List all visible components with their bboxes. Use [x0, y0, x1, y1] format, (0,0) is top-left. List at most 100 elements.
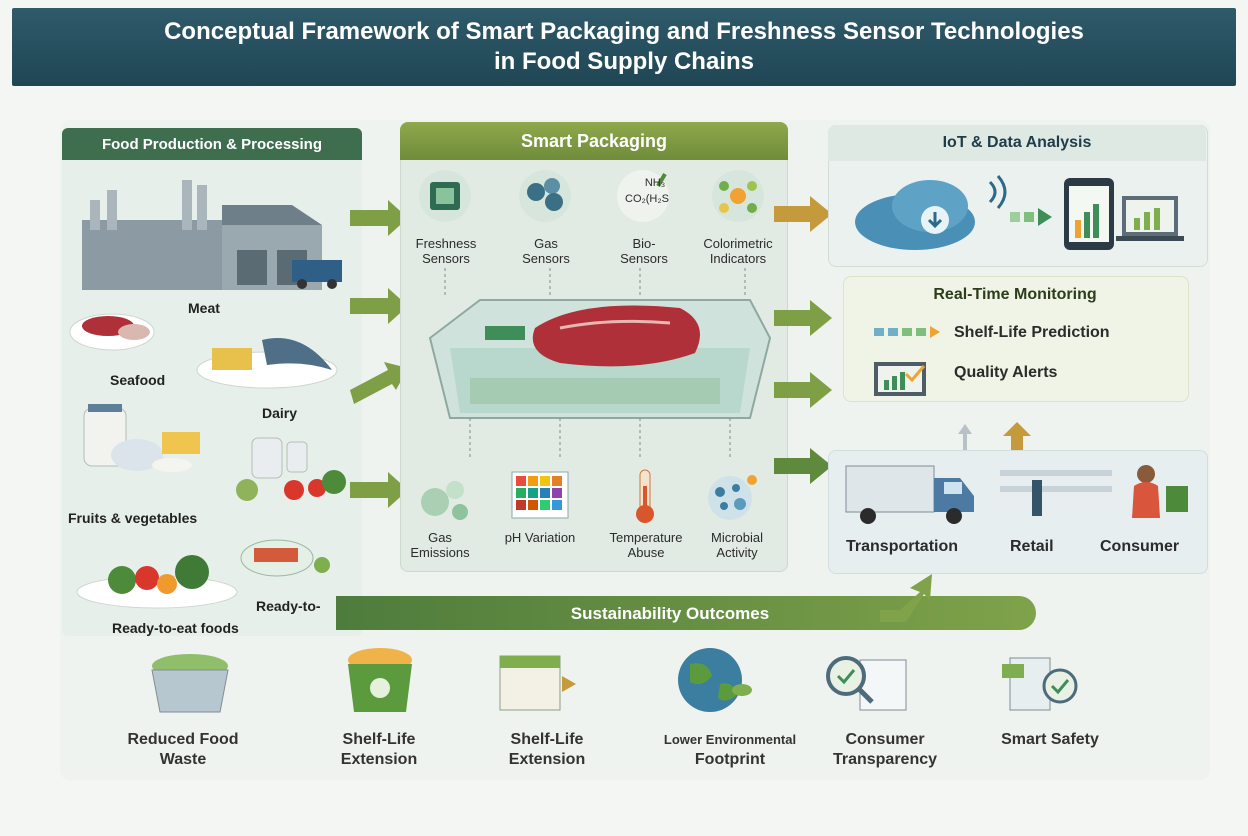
data-transfer-icon: [1010, 208, 1052, 226]
alert-laptop-icon: [874, 362, 926, 396]
reduced-waste-line2: Waste: [159, 751, 207, 768]
arrow-icon: [350, 200, 408, 236]
shelf-life-1-line2: Extension: [340, 751, 418, 768]
output-arrows: [774, 196, 832, 484]
consumer-label: Consumer: [1100, 538, 1180, 555]
signal-icons: [421, 469, 757, 523]
outcome-label: Shelf-Life Extension: [304, 730, 454, 770]
arrow-icon: [1003, 422, 1031, 450]
biosensor-icon: [617, 170, 669, 222]
sustainability-heading: Sustainability Outcomes: [570, 604, 770, 623]
microbe-icon: [708, 475, 757, 520]
iot-illustrations: [855, 175, 1184, 250]
microbial-line1: Microbial: [710, 530, 763, 545]
sensor-label: Gas Sensors: [506, 236, 586, 266]
seafood-label: Seafood: [110, 372, 166, 388]
outcome-label: Consumer Transparency: [810, 730, 960, 770]
title-banner: Conceptual Framework of Smart Packaging …: [12, 8, 1236, 86]
signal-label: Temperature Abuse: [596, 530, 696, 560]
gas-molecule-icon: [519, 170, 571, 222]
temperature-line1: Temperature: [609, 530, 683, 545]
meat-label: Meat: [188, 300, 220, 316]
gas-sensors-line2: Sensors: [522, 251, 570, 266]
signal-label: Microbial Activity: [692, 530, 782, 560]
signal-label: pH Variation: [490, 530, 590, 545]
gas-sensors-line1: Gas: [534, 236, 558, 251]
factory-icon: [82, 180, 342, 290]
outcome-label: Lower Environmental Footprint: [640, 730, 820, 770]
freshness-sensors-line2: Sensors: [422, 251, 470, 266]
gas-emissions-line1: Gas: [428, 530, 452, 545]
chem-line-1: NH₃: [644, 177, 666, 189]
title-line-2: in Food Supply Chains: [494, 48, 754, 75]
quality-alerts-label: Quality Alerts: [954, 364, 1058, 381]
progress-icon: [874, 326, 940, 338]
arrow-icon: [958, 424, 972, 450]
arrow-icon: [774, 196, 832, 232]
arrow-icon: [350, 362, 408, 404]
outcome-label: Shelf-Life Extension: [472, 730, 622, 770]
arrow-icon: [774, 300, 832, 336]
dairy-icon: [83, 404, 308, 479]
band-arrow: [880, 574, 932, 622]
globe-icon: [678, 648, 752, 712]
ph-variation-line1: pH Variation: [504, 530, 576, 545]
monitoring-heading: Real-Time Monitoring: [933, 286, 1097, 303]
bio-sensors-line2: Sensors: [620, 251, 668, 266]
steak-icon: [532, 305, 700, 367]
arrow-icon: [774, 372, 832, 408]
shelf-life-2-line2: Extension: [508, 751, 586, 768]
chem-line-2: CO₂(H₂S: [625, 193, 669, 205]
sensor-label: Colorimetric Indicators: [688, 236, 788, 266]
freshness-sensors-line1: Freshness: [415, 236, 477, 251]
transparency-line1: Consumer: [845, 731, 925, 748]
gas-emissions-line2: Emissions: [410, 545, 470, 560]
recycle-bin-icon: [348, 648, 412, 712]
distribution-illustrations: [845, 464, 1188, 524]
iot-heading: IoT & Data Analysis: [828, 125, 1206, 161]
ready-to-eat-label: Ready-to-eat foods: [112, 620, 239, 636]
ready-food-icon: [76, 539, 330, 609]
microbial-line2: Activity: [716, 545, 758, 560]
arrow-icon: [350, 472, 408, 508]
sensor-icons: [419, 170, 764, 222]
dairy-label: Dairy: [262, 405, 298, 421]
ready-partial-label: Ready-to-: [256, 598, 321, 614]
colorimetric-line1: Colorimetric: [703, 236, 773, 251]
wifi-icon: [988, 175, 1007, 209]
magnifier-icon: [826, 656, 907, 711]
ph-chart-icon: [511, 471, 569, 519]
retail-shelves-icon: [996, 464, 1116, 516]
outcome-label: Smart Safety: [975, 730, 1125, 750]
smart-package-tray: [428, 268, 772, 458]
retail-label: Retail: [1010, 538, 1054, 555]
chip-icon: [419, 170, 471, 222]
arrow-icon: [880, 574, 932, 622]
transportation-label: Transportation: [846, 538, 959, 555]
reduced-waste-line1: Reduced Food: [127, 731, 239, 748]
gas-bubbles-icon: [421, 481, 468, 520]
outcome-icons: [151, 648, 1078, 713]
production-heading: Food Production & Processing: [62, 128, 362, 160]
signal-label: Gas Emissions: [400, 530, 480, 560]
input-arrows: [350, 200, 408, 508]
arrow-icon: [350, 288, 408, 324]
smart-packaging-heading: Smart Packaging: [400, 122, 788, 160]
sustainability-band: [336, 596, 1036, 630]
truck-icon: [845, 465, 974, 524]
environment-line1: Lower Environmental: [663, 732, 797, 747]
up-arrows: [958, 422, 1031, 450]
sensor-label: Bio- Sensors: [604, 236, 684, 266]
bio-sensors-line1: Bio-: [632, 236, 656, 251]
outcome-label: Reduced Food Waste: [108, 730, 258, 770]
environment-line2: Footprint: [694, 751, 766, 768]
tablet-icon: [1064, 178, 1114, 250]
vegetables-icon: [236, 470, 346, 501]
shelf-life-2-line1: Shelf-Life: [510, 731, 584, 748]
basket-icon: [151, 654, 229, 713]
thermometer-icon: [636, 469, 654, 523]
smart-safety-line1: Smart Safety: [1001, 731, 1099, 748]
calendar-icon: [499, 655, 576, 711]
monitoring-icons: [874, 326, 940, 396]
arrow-icon: [774, 448, 832, 484]
